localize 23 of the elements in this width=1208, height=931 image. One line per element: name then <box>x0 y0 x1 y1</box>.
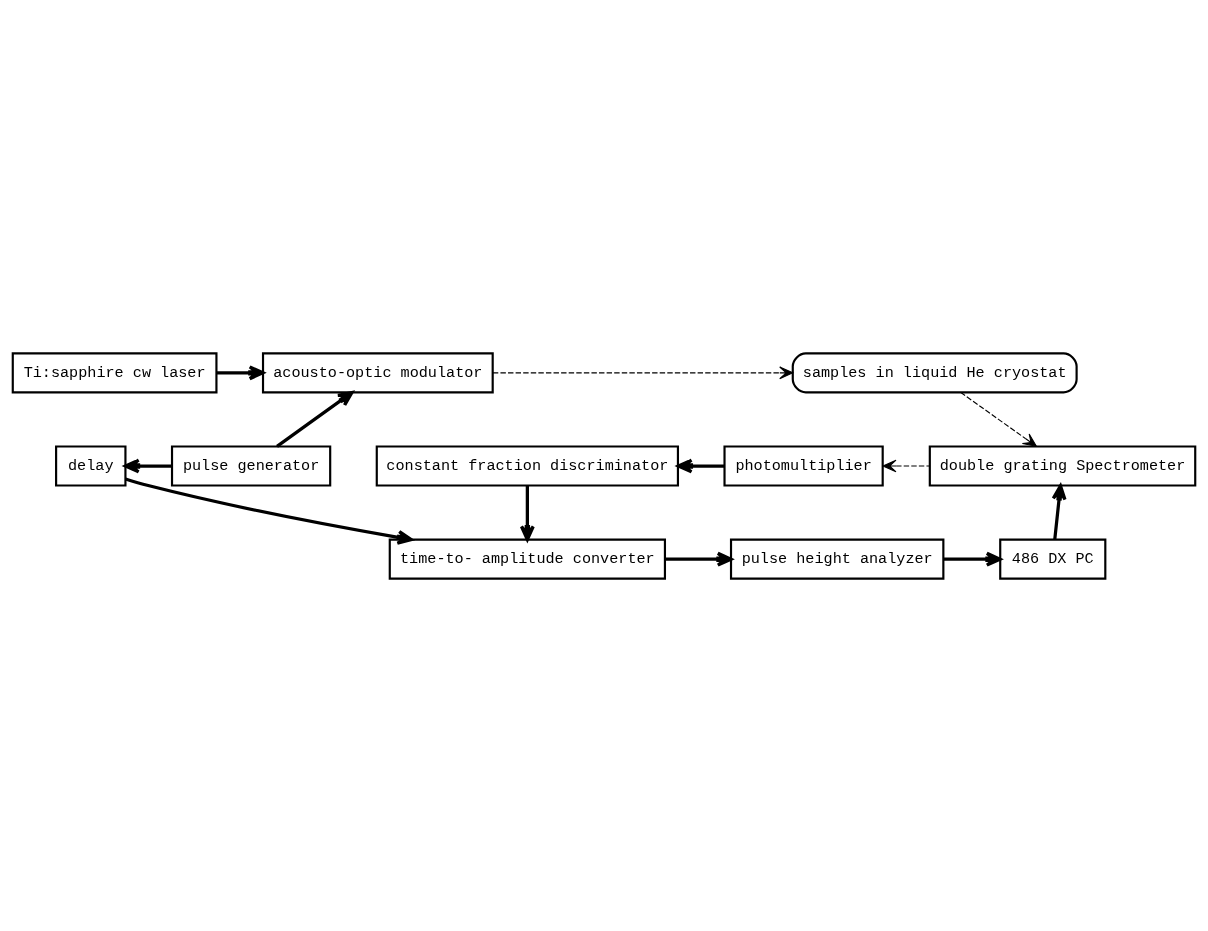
node-box: time-to- amplitude converter <box>388 538 667 580</box>
arrow <box>1051 483 1067 540</box>
node-box: pulse height analyzer <box>729 538 945 580</box>
node-box: photomultiplier <box>723 444 884 487</box>
node-box: Ti:sapphire cw laser <box>11 351 218 393</box>
arrow <box>960 391 1037 447</box>
arrow <box>125 476 413 545</box>
arrow <box>665 551 733 567</box>
arrow <box>676 458 725 473</box>
node-box: delay <box>55 444 127 487</box>
node-box: constant fraction discriminator <box>375 444 680 487</box>
arrow <box>123 458 172 473</box>
node-box: double grating Spectrometer <box>928 444 1197 487</box>
arrow <box>276 390 354 448</box>
node-box: pulse generator <box>170 444 332 487</box>
node-box: acousto-optic modulator <box>261 351 494 393</box>
node-box: 486 DX PC <box>999 538 1107 580</box>
arrow <box>882 459 931 472</box>
arrow <box>519 485 535 541</box>
arrow <box>216 364 265 380</box>
arrow <box>943 551 1002 567</box>
arrow <box>492 365 794 379</box>
node-box: samples in liquid He cryostat <box>791 351 1078 393</box>
